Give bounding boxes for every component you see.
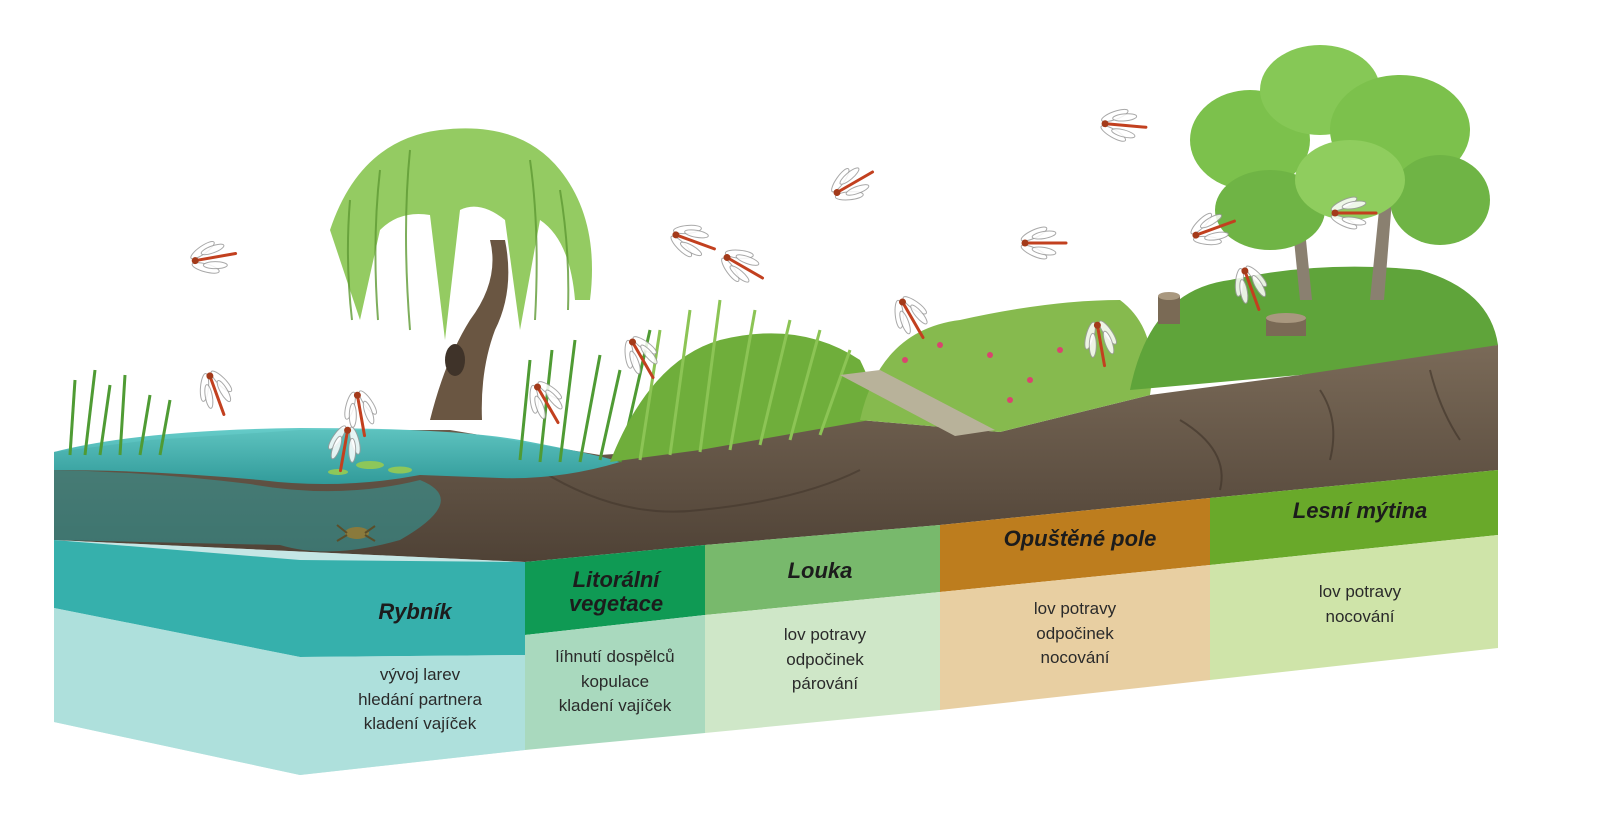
dragonfly-icon [831,167,875,201]
activity: hledání partnera [358,689,482,709]
zone-title-text: Louka [787,558,853,583]
meadow [610,299,874,462]
dragonfly-icon [190,241,238,274]
zone-activities-louka: lov potravy odpočinek párování [725,623,925,697]
activity: nocování [1325,606,1395,626]
abandoned-field [840,300,1152,436]
tree-stump-icon [1158,292,1306,336]
activity: nocování [1040,648,1110,668]
dragonfly-icon [1084,320,1117,368]
activity: kopulace [580,671,650,691]
dragonfly-icon [1100,108,1148,142]
zone-title-text: Rybník [378,599,452,624]
zone-activities-lesni: lov potravy nocování [1260,580,1460,629]
zone-opustene [940,498,1210,710]
activity: lov potravy [1318,582,1402,601]
zone-title-lesni: Lesní mýtina [1250,497,1470,525]
dragonfly-icon [199,370,233,416]
dragonfly-icon [624,336,658,380]
zone-activities-litoralni: líhnutí dospělců kopulace kladení vajíče… [525,645,705,719]
activity: kladení vajíček [558,696,672,716]
zone-rybnik [54,540,525,775]
zone-title-text: Lesní mýtina [1292,498,1428,523]
zone-title-litoralni: Litorální vegetace [528,567,704,617]
larva-icon [336,524,376,542]
path-icon [840,370,995,436]
zone-title-text: Opuštěné pole [1003,526,1157,551]
zone-louka [705,525,940,733]
dragonfly-icon [1020,226,1068,260]
activity: líhnutí dospělců [555,647,675,666]
dragonfly-icon [721,249,765,283]
tree-icon [1190,45,1490,300]
dragonfly-icon [1330,196,1378,230]
zone-title-text: vegetace [568,591,664,617]
activity: lov potravy [1033,599,1117,618]
activity: párování [791,674,859,694]
forest-clearing [1130,45,1498,390]
dragonfly-icon [894,296,928,340]
activity: odpočinek [1036,623,1114,643]
activity: kladení vajíček [363,714,477,734]
dragonfly-icon [1234,265,1268,311]
zone-title-opustene: Opuštěné pole [960,525,1200,553]
willow-tree-icon [330,128,592,420]
zone-title-rybnik: Rybník [340,598,490,626]
dragonfly-icon [328,425,361,473]
dragonfly-icon [1190,212,1236,246]
dragonfly-icon [670,224,716,258]
dragonflies [190,108,1378,473]
zone-activities-opustene: lov potravy odpočinek nocování [975,597,1175,671]
zone-title-louka: Louka [720,557,920,585]
activity: vývoj larev [379,665,461,684]
activity: lov potravy [783,625,867,644]
zone-lesni [1210,470,1498,680]
dragonfly-icon [344,390,377,438]
zone-title-text: Litorální [572,567,660,592]
zone-litoralni [525,545,705,750]
activity: odpočinek [786,649,864,669]
zone-activities-rybnik: vývoj larev hledání partnera kladení vaj… [320,663,520,737]
dragonfly-icon [529,381,563,425]
